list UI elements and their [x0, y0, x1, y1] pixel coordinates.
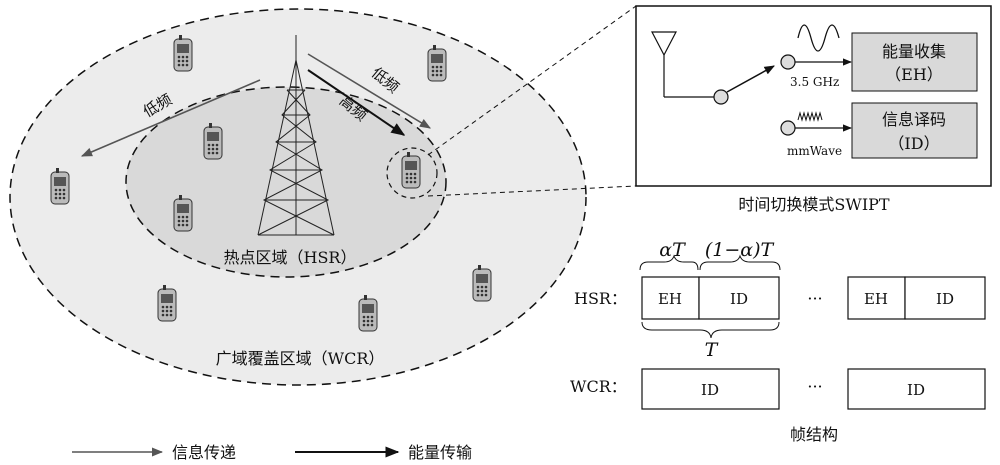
legend-energy-label: 能量传输: [408, 443, 472, 462]
eh-block: [851, 32, 978, 92]
alpha-t-label: αT: [659, 239, 686, 261]
user-phone-icon: [173, 34, 193, 72]
user-phone-icon: [203, 122, 223, 160]
user-phone-icon: [427, 44, 447, 82]
highlight-circle: [386, 147, 438, 199]
wcr-id-slot-2: [847, 368, 986, 410]
wcr-region-label: 广域覆盖区域（WCR）: [216, 349, 385, 368]
hsr-id-label-2: ID: [936, 290, 954, 308]
freq-id-label: mmWave: [787, 144, 842, 158]
projection-line-top: [427, 5, 637, 156]
hsr-eh-slot: [641, 276, 700, 320]
wcr-id-label: ID: [701, 381, 719, 399]
user-phone-icon: [157, 284, 177, 322]
high-freq-arrow: [307, 69, 406, 136]
wcr-ellipsis: ···: [807, 377, 822, 396]
eh-block-label-1: 能量收集: [882, 42, 946, 61]
hsr-id-slot-2: [904, 276, 986, 320]
wcr-row-label: WCR：: [570, 377, 627, 396]
legend-info-label: 信息传递: [172, 443, 236, 462]
one-minus-alpha-t-brace: [699, 254, 781, 271]
user-phone-icon: [472, 264, 492, 302]
user-phone-icon: [173, 194, 193, 232]
alpha-t-brace: [639, 254, 699, 271]
one-minus-alpha-t-label: (1−α)T: [705, 239, 775, 261]
wcr-id-label-2: ID: [907, 381, 925, 399]
freq-eh-label: 3.5 GHz: [790, 75, 839, 89]
hsr-ellipsis: ···: [807, 289, 822, 308]
hsr-eh-label-2: EH: [864, 290, 888, 308]
hsr-eh-slot-2: [847, 276, 906, 320]
hsr-row-label: HSR：: [574, 289, 627, 308]
projection-line-bottom: [427, 185, 637, 197]
eh-block-label-2: （EH）: [885, 65, 943, 84]
mmwave-icon: [797, 111, 823, 122]
base-station-tower-icon: [257, 35, 335, 236]
eh-contact: [780, 54, 796, 70]
switch-pivot: [713, 89, 729, 105]
sine-wave-icon: [797, 24, 840, 52]
user-phone-icon: [401, 151, 421, 189]
wcr-id-slot: [641, 368, 780, 410]
user-phone-icon: [50, 167, 70, 205]
id-contact: [780, 120, 796, 136]
switch-arm-arrow: [726, 65, 775, 93]
hsr-id-slot: [698, 276, 780, 320]
period-brace: [641, 321, 780, 339]
frame-caption: 帧结构: [790, 425, 838, 444]
user-phone-icon: [358, 294, 378, 332]
period-label: T: [705, 339, 719, 361]
low-freq-arrow-right: [307, 53, 431, 129]
low-freq-arrow-left: [80, 79, 261, 157]
swipt-caption: 时间切换模式SWIPT: [738, 195, 889, 214]
id-block-label-1: 信息译码: [882, 110, 946, 129]
hsr-region-label: 热点区域（HSR）: [224, 248, 357, 267]
id-block: [851, 102, 978, 159]
hsr-eh-label: EH: [658, 290, 682, 308]
hsr-id-label: ID: [730, 290, 748, 308]
antenna-icon: [651, 31, 714, 98]
id-block-label-2: （ID）: [888, 134, 939, 153]
